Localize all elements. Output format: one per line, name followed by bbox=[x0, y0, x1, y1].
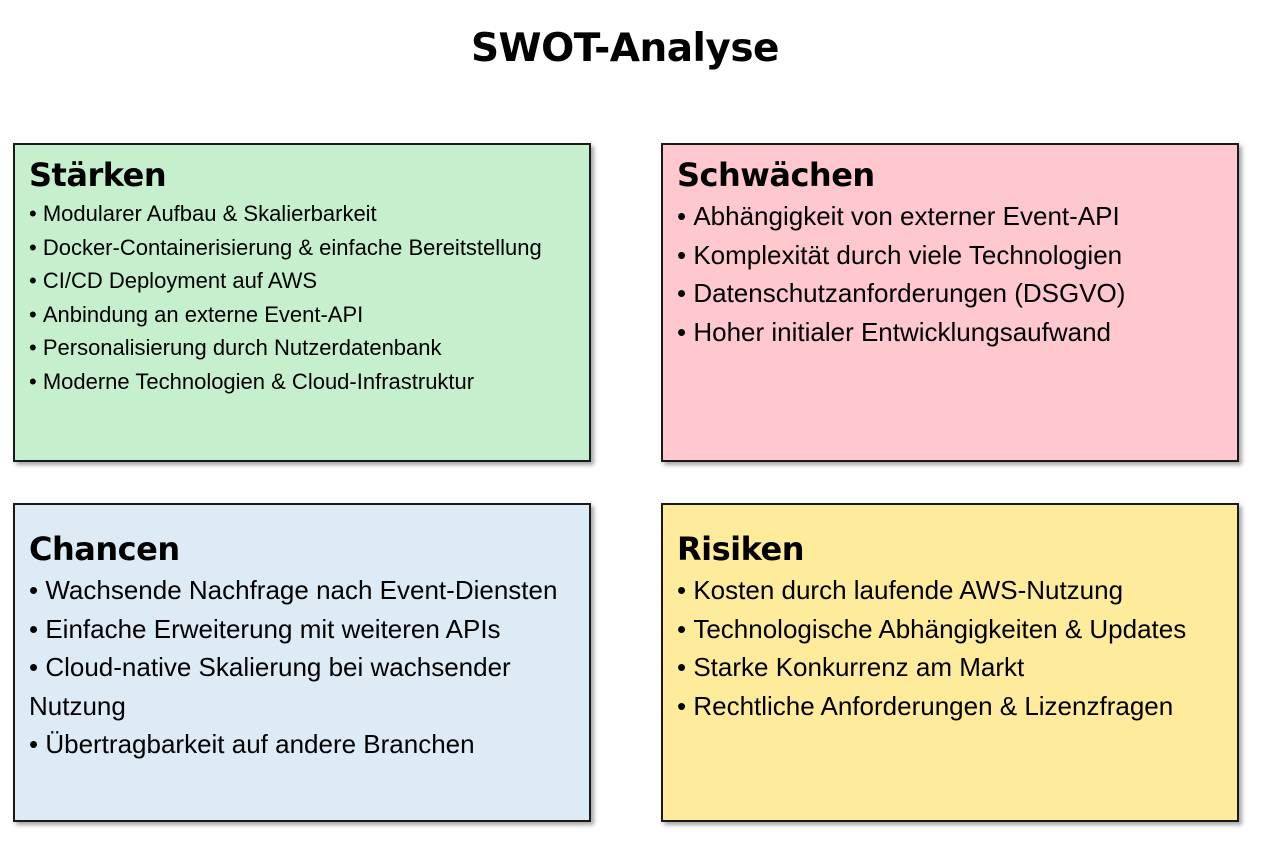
threats-quadrant: Risiken Kosten durch laufende AWS-Nutzun… bbox=[661, 503, 1239, 822]
list-item: Technologische Abhängigkeiten & Updates bbox=[677, 610, 1223, 649]
list-item: Kosten durch laufende AWS-Nutzung bbox=[677, 571, 1223, 610]
list-item: Personalisierung durch Nutzerdatenbank bbox=[29, 331, 575, 365]
list-item: Modularer Aufbau & Skalierbarkeit bbox=[29, 197, 575, 231]
list-item: Wachsende Nachfrage nach Event-Diensten bbox=[29, 571, 575, 610]
list-item: Datenschutzanforderungen (DSGVO) bbox=[677, 274, 1223, 313]
list-item: Abhängigkeit von externer Event-API bbox=[677, 197, 1223, 236]
opportunities-list: Wachsende Nachfrage nach Event-Diensten … bbox=[29, 571, 575, 764]
quadrant-title: Chancen bbox=[29, 530, 180, 568]
page-title: SWOT-Analyse bbox=[470, 26, 780, 71]
weaknesses-quadrant: Schwächen Abhängigkeit von externer Even… bbox=[661, 143, 1239, 462]
opportunities-quadrant: Chancen Wachsende Nachfrage nach Event-D… bbox=[13, 503, 591, 822]
list-item: Rechtliche Anforderungen & Lizenzfragen bbox=[677, 687, 1223, 726]
list-item: Hoher initialer Entwicklungsaufwand bbox=[677, 313, 1223, 352]
list-item: Anbindung an externe Event-API bbox=[29, 298, 575, 332]
weaknesses-list: Abhängigkeit von externer Event-API Komp… bbox=[677, 197, 1223, 351]
list-item: Cloud-native Skalierung bei wachsender N… bbox=[29, 648, 575, 725]
strengths-quadrant: Stärken Modularer Aufbau & Skalierbarkei… bbox=[13, 143, 591, 462]
quadrant-title: Schwächen bbox=[677, 156, 875, 194]
list-item: Docker-Containerisierung & einfache Bere… bbox=[29, 231, 575, 265]
list-item: Übertragbarkeit auf andere Branchen bbox=[29, 725, 575, 764]
list-item: Starke Konkurrenz am Markt bbox=[677, 648, 1223, 687]
quadrant-title: Risiken bbox=[677, 530, 805, 568]
threats-list: Kosten durch laufende AWS-Nutzung Techno… bbox=[677, 571, 1223, 725]
quadrant-title: Stärken bbox=[29, 156, 167, 194]
list-item: Moderne Technologien & Cloud-Infrastrukt… bbox=[29, 365, 575, 399]
list-item: Komplexität durch viele Technologien bbox=[677, 236, 1223, 275]
list-item: CI/CD Deployment auf AWS bbox=[29, 264, 575, 298]
strengths-list: Modularer Aufbau & Skalierbarkeit Docker… bbox=[29, 197, 575, 399]
list-item: Einfache Erweiterung mit weiteren APIs bbox=[29, 610, 575, 649]
